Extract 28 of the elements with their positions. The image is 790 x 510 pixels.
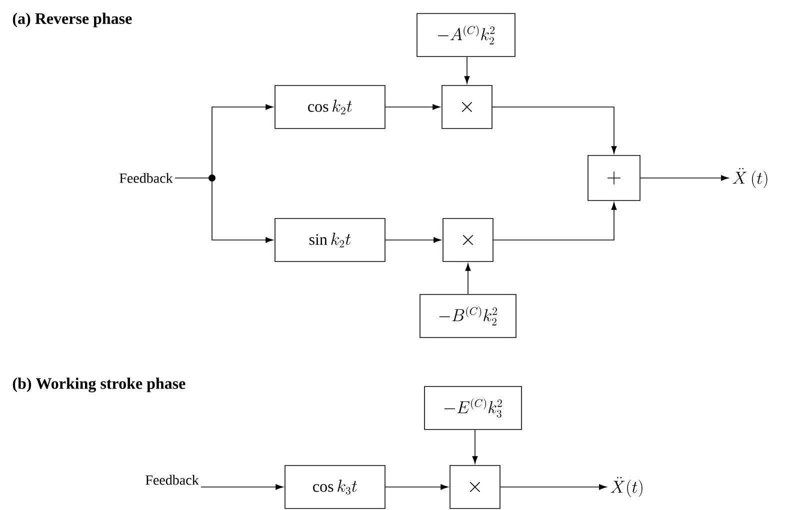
- gain-block: $-A^{(C)} k_2^2$: [416, 13, 516, 57]
- output-label: $\ddot{X}(t)$: [610, 476, 642, 498]
- function-block: $\cos k_2 t$: [274, 85, 386, 129]
- arrow: [640, 175, 729, 181]
- junction-dot: [208, 174, 216, 182]
- panel-heading: (b) Working stroke phase: [12, 378, 186, 392]
- arrow: [200, 484, 284, 490]
- gain-block: $-B^{(C)} k_2^2$: [420, 294, 516, 338]
- gain-block: $-E^{(C)} k_3^2$: [424, 386, 522, 430]
- arrow: [493, 202, 617, 240]
- input-label: Feedback: [120, 173, 173, 183]
- arrow: [492, 106, 617, 154]
- arrow: [464, 56, 470, 84]
- multiplier-block: $\times$: [442, 218, 494, 262]
- arrow: [385, 104, 440, 110]
- arrow: [465, 263, 471, 294]
- input-label: Feedback: [146, 474, 199, 485]
- summing-block: $+$: [588, 155, 640, 201]
- arrow: [385, 237, 442, 243]
- function-block: $\cos k_3 t$: [284, 465, 386, 509]
- arrow: [500, 484, 607, 490]
- arrow: [385, 484, 448, 490]
- panel-heading: (a) Reverse phase: [12, 12, 132, 28]
- output-label: $\ddot{X}\,(t)$: [732, 168, 768, 188]
- arrow: [472, 430, 478, 464]
- function-block: $\sin k_2 t$: [274, 218, 386, 262]
- multiplier-block: $\times$: [450, 465, 500, 509]
- multiplier-block: $\times$: [442, 85, 492, 129]
